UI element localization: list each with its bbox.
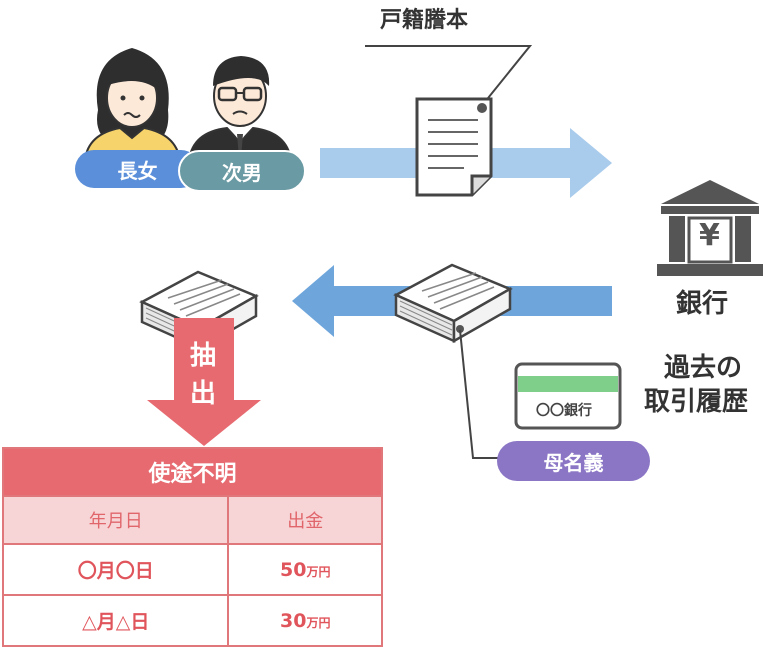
second-son-pill: 次男 bbox=[178, 150, 306, 192]
row-date: 〇月〇日 bbox=[1, 543, 230, 596]
table-title: 使途不明 bbox=[2, 447, 383, 497]
paper-stack-icon bbox=[393, 263, 513, 344]
row-date: △月△日 bbox=[1, 594, 230, 647]
row-amount: 30万円 bbox=[227, 594, 383, 647]
table-row: △月△日 30万円 bbox=[1, 594, 383, 647]
callout-line bbox=[365, 45, 533, 109]
woman-icon bbox=[83, 48, 182, 160]
history-label-line1: 過去の bbox=[664, 353, 743, 383]
amount-unit: 万円 bbox=[306, 564, 331, 579]
bank-icon bbox=[657, 180, 763, 276]
unexplained-usage-table: 使途不明 年月日 出金 〇月〇日 50万円 △月△日 30万円 bbox=[1, 447, 383, 647]
column-header-withdrawal: 出金 bbox=[227, 495, 383, 545]
amount-value: 50 bbox=[280, 558, 307, 581]
extract-label-line2: 出 bbox=[190, 379, 217, 409]
mother-account-pill: 母名義 bbox=[497, 441, 650, 481]
row-amount: 50万円 bbox=[227, 543, 383, 596]
amount-unit: 万円 bbox=[306, 615, 331, 630]
man-icon bbox=[187, 56, 293, 160]
document-icon bbox=[415, 97, 493, 197]
history-label-line2: 取引履歴 bbox=[644, 387, 749, 417]
amount-value: 30 bbox=[280, 609, 307, 632]
extract-label-line1: 抽 bbox=[190, 341, 217, 371]
bank-card-icon bbox=[514, 362, 622, 430]
eldest-daughter-label: 長女 bbox=[117, 158, 158, 183]
mother-account-label: 母名義 bbox=[543, 450, 604, 475]
bank-label: 銀行 bbox=[676, 289, 729, 319]
second-son-label: 次男 bbox=[222, 160, 262, 185]
bank-card-label: 〇〇銀行 bbox=[536, 403, 592, 419]
yen-icon: ¥ bbox=[699, 218, 720, 253]
table-row: 〇月〇日 50万円 bbox=[1, 543, 383, 596]
column-header-date: 年月日 bbox=[1, 495, 230, 545]
arrow-down-icon bbox=[147, 318, 261, 446]
document-label: 戸籍謄本 bbox=[380, 8, 469, 33]
